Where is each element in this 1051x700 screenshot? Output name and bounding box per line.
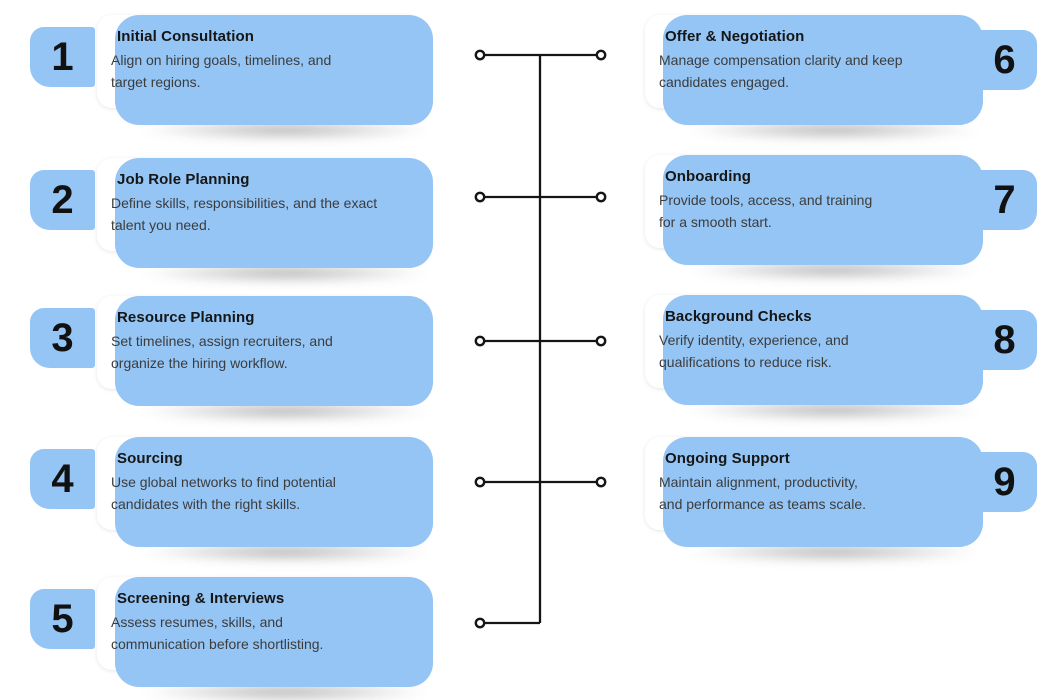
step-2-number-badge: 2 [30, 170, 95, 230]
step-7-bubble: Onboarding Provide tools, access, and tr… [645, 155, 983, 265]
step-3-bubble: Resource Planning Set timelines, assign … [97, 296, 433, 406]
step-number: 5 [51, 596, 74, 641]
step-6-number-badge: 6 [972, 30, 1037, 90]
step-card-6: 6 Offer & Negotiation Manage compensatio… [645, 15, 1037, 125]
timeline-spine [474, 49, 607, 629]
step-number: 8 [993, 317, 1016, 362]
step-9-bubble: Ongoing Support Maintain alignment, prod… [645, 437, 983, 547]
step-4-number-badge: 4 [30, 449, 95, 509]
step-card-9: 9 Ongoing Support Maintain alignment, pr… [645, 437, 1037, 547]
node-circle-left-3 [474, 335, 486, 347]
step-description: Use global networks to find potential ca… [111, 474, 336, 513]
step-6-bubble: Offer & Negotiation Manage compensation … [645, 15, 983, 125]
step-title: Background Checks [665, 308, 812, 325]
node-circle-left-1 [474, 49, 486, 61]
step-3-number-badge: 3 [30, 308, 95, 368]
step-card-4: 4 Sourcing Use global networks to find p… [30, 437, 433, 547]
step-title: Onboarding [665, 168, 751, 185]
step-4-bubble: Sourcing Use global networks to find pot… [97, 437, 433, 547]
step-title: Job Role Planning [117, 171, 250, 188]
step-2-bubble: Job Role Planning Define skills, respons… [97, 158, 433, 268]
node-circle-right-1 [595, 49, 607, 61]
step-title: Ongoing Support [665, 450, 790, 467]
step-8-number-badge: 8 [972, 310, 1037, 370]
step-title: Screening & Interviews [117, 590, 285, 607]
node-circle-right-3 [595, 335, 607, 347]
step-number: 2 [51, 177, 74, 222]
step-number: 3 [51, 315, 74, 360]
step-title: Offer & Negotiation [665, 28, 805, 45]
step-title: Initial Consultation [117, 28, 254, 45]
step-description: Verify identity, experience, and qualifi… [659, 332, 849, 371]
node-circle-left-5 [474, 617, 486, 629]
step-number: 4 [51, 456, 74, 501]
step-description: Define skills, responsibilities, and the… [111, 195, 378, 234]
step-number: 7 [993, 177, 1016, 222]
node-circle-left-2 [474, 191, 486, 203]
step-description: Maintain alignment, productivity, and pe… [659, 474, 866, 513]
step-card-1: 1 Initial Consultation Align on hiring g… [30, 15, 433, 125]
step-9-number-badge: 9 [972, 452, 1037, 512]
step-number: 9 [993, 459, 1016, 504]
step-card-2: 2 Job Role Planning Define skills, respo… [30, 158, 433, 268]
step-card-3: 3 Resource Planning Set timelines, assig… [30, 296, 433, 406]
step-1-bubble: Initial Consultation Align on hiring goa… [97, 15, 433, 125]
step-7-number-badge: 7 [972, 170, 1037, 230]
step-description: Provide tools, access, and training for … [659, 192, 873, 231]
step-8-bubble: Background Checks Verify identity, exper… [645, 295, 983, 405]
node-circle-right-4 [595, 476, 607, 488]
step-description: Align on hiring goals, timelines, and ta… [111, 52, 332, 91]
step-5-bubble: Screening & Interviews Assess resumes, s… [97, 577, 433, 687]
step-card-8: 8 Background Checks Verify identity, exp… [645, 295, 1037, 405]
step-card-7: 7 Onboarding Provide tools, access, and … [645, 155, 1037, 265]
step-title: Sourcing [117, 450, 183, 467]
step-number: 6 [993, 37, 1016, 82]
step-description: Set timelines, assign recruiters, and or… [111, 333, 333, 372]
node-circle-right-2 [595, 191, 607, 203]
step-title: Resource Planning [117, 309, 255, 326]
step-number: 1 [51, 34, 74, 79]
node-circle-left-4 [474, 476, 486, 488]
step-card-5: 5 Screening & Interviews Assess resumes,… [30, 577, 433, 687]
step-description: Assess resumes, skills, and communicatio… [111, 614, 324, 653]
step-1-number-badge: 1 [30, 27, 95, 87]
step-description: Manage compensation clarity and keep can… [659, 52, 903, 91]
step-5-number-badge: 5 [30, 589, 95, 649]
